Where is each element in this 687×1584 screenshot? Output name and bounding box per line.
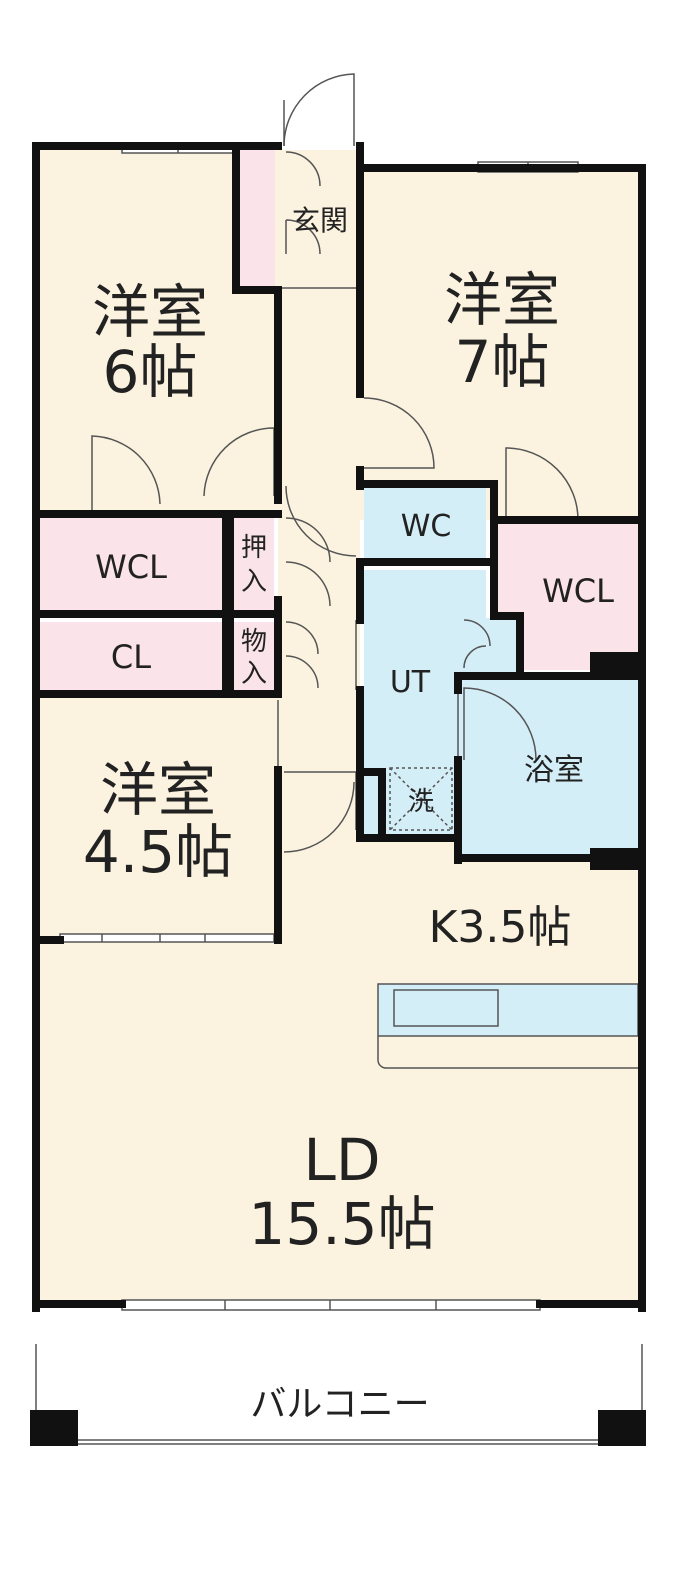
label-wcl-right: WCL xyxy=(542,572,614,610)
label-bath: 浴室 xyxy=(524,753,584,788)
label-western-7-size: 7帖 xyxy=(455,328,550,396)
floor-fills xyxy=(40,150,638,1442)
label-oshiire-2: 入 xyxy=(241,567,267,597)
label-ut: UT xyxy=(390,665,431,700)
oshiire-floor xyxy=(234,518,274,610)
label-wcl-left: WCL xyxy=(95,548,167,586)
label-monoire-1: 物 xyxy=(241,627,267,657)
balcony-floor xyxy=(40,1310,638,1442)
label-oshiire-1: 押 xyxy=(241,533,267,563)
room-western-7-floor xyxy=(360,170,638,520)
window-45-room xyxy=(59,933,275,943)
walls xyxy=(32,142,646,1312)
shoe-closet-door-1 xyxy=(285,151,321,187)
door-western-7 xyxy=(363,397,435,469)
washer-pan xyxy=(389,767,453,831)
shoe-closet-door-2 xyxy=(285,219,321,255)
label-kitchen: K3.5帖 xyxy=(429,902,572,953)
window-ld-bottom xyxy=(121,1299,541,1311)
wall-blocks xyxy=(30,652,646,1446)
wc-floor xyxy=(364,488,486,558)
entrance-door-swing xyxy=(283,73,355,147)
label-washer: 洗 xyxy=(408,787,434,817)
door-bath xyxy=(463,687,537,761)
label-western-6-name: 洋室 xyxy=(92,278,208,346)
door-ut-right xyxy=(463,619,491,669)
monoire-floor xyxy=(234,622,274,690)
label-cl: CL xyxy=(111,638,151,676)
wcl-left-floor xyxy=(40,518,222,610)
label-western-45-name: 洋室 xyxy=(100,756,216,824)
label-ld-name: LD xyxy=(304,1126,381,1194)
door-hall-6 xyxy=(203,427,275,497)
entrance-storage-floor xyxy=(239,150,275,288)
door-wcl-right xyxy=(505,447,579,521)
label-ld-size: 15.5帖 xyxy=(248,1190,435,1258)
hallway-floor xyxy=(278,150,360,850)
label-western-7-name: 洋室 xyxy=(444,266,560,334)
label-western-45-size: 4.5帖 xyxy=(83,818,233,886)
door-hall-wc xyxy=(285,485,357,557)
ut-floor-right xyxy=(486,618,516,676)
label-entrance: 玄関 xyxy=(292,204,348,237)
door-western-6 xyxy=(91,435,161,514)
ldk-floor-upper xyxy=(278,770,358,940)
bath-floor xyxy=(462,680,638,854)
label-wc: WC xyxy=(401,509,452,544)
label-monoire-2: 入 xyxy=(241,659,267,689)
kitchen-counter xyxy=(377,983,639,1069)
door-monoire xyxy=(285,621,319,689)
labels: 洋室 6帖 洋室 7帖 洋室 4.5帖 玄関 WCL CL 押 入 物 入 WC… xyxy=(83,204,614,1425)
cl-floor xyxy=(40,622,222,690)
label-western-6-size: 6帖 xyxy=(103,338,198,406)
label-balcony: バルコニー xyxy=(250,1384,429,1425)
